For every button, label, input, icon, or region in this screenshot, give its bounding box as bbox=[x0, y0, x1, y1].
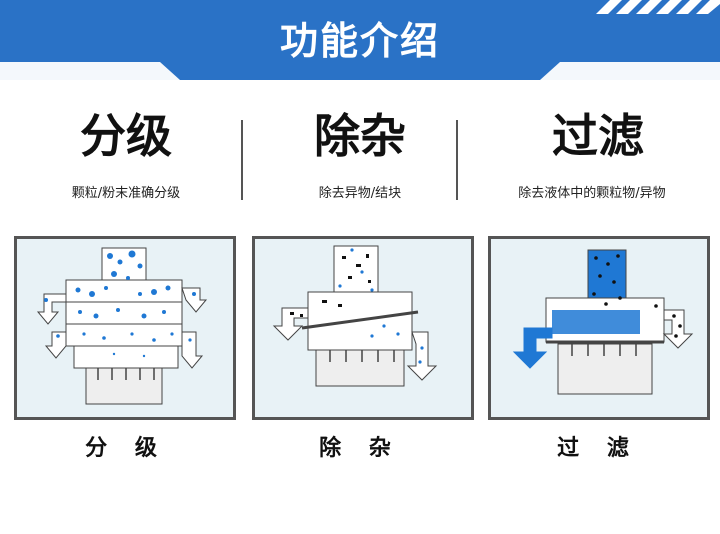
filtration-description: 除去液体中的颗粒物/异物 bbox=[518, 186, 666, 201]
grading-caption: 分 级 bbox=[85, 436, 167, 461]
impurity-removal-title: 除杂 bbox=[314, 109, 406, 163]
column-divider bbox=[241, 120, 243, 200]
impurity-removal-caption: 除 杂 bbox=[319, 436, 401, 461]
impurity-removal-description: 除去异物/结块 bbox=[318, 186, 402, 201]
header-banner bbox=[0, 0, 720, 80]
grading-description: 颗粒/粉末准确分级 bbox=[71, 186, 181, 201]
column-divider bbox=[456, 120, 458, 200]
filtration-caption: 过 滤 bbox=[557, 436, 639, 461]
filtration-diagram bbox=[488, 236, 710, 420]
filtration-title: 过滤 bbox=[552, 109, 644, 163]
grading-diagram bbox=[14, 236, 236, 420]
impurity-removal-diagram bbox=[252, 236, 474, 420]
grading-title: 分级 bbox=[80, 109, 172, 163]
page-title: 功能介绍 bbox=[279, 19, 440, 63]
